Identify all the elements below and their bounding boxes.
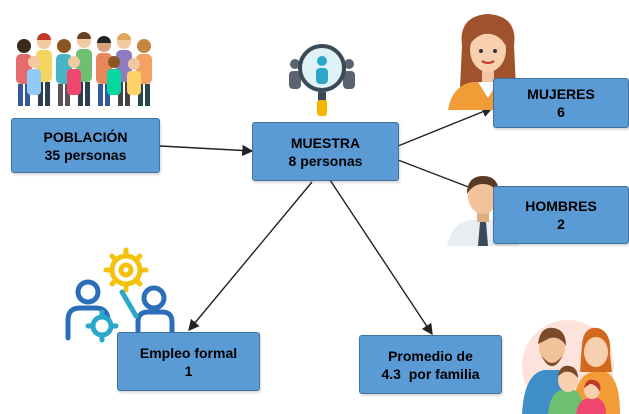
magnifier-people-icon <box>289 44 355 116</box>
arrow-muestra-mujeres <box>397 106 494 147</box>
node-empleo-title: Empleo formal <box>139 344 238 361</box>
family-icon <box>522 320 620 414</box>
node-hombres-title: HOMBRES <box>525 198 597 214</box>
crowd-icon <box>16 32 152 106</box>
worker-gear-icon <box>65 247 175 343</box>
node-mujeres-title: MUJERES <box>527 86 595 102</box>
node-mujeres: MUJERES 6 <box>493 78 629 128</box>
node-promedio-value: 4.3 por familia <box>381 365 480 382</box>
node-mujeres-value: 6 <box>557 104 565 120</box>
node-poblacion-value: 35 personas <box>44 146 127 163</box>
arrow-muestra-empleo <box>188 181 313 332</box>
node-promedio-title: Promedio de <box>388 347 473 364</box>
arrow-muestra-promedio <box>329 179 433 336</box>
node-muestra: MUESTRA 8 personas <box>252 122 399 181</box>
node-muestra-value: 8 personas <box>288 152 363 169</box>
arrow-poblacion-muestra <box>159 144 254 157</box>
node-empleo: Empleo formal 1 <box>117 332 260 391</box>
node-empleo-value: 1 <box>184 362 193 379</box>
node-poblacion-title: POBLACIÓN <box>43 128 128 145</box>
node-muestra-title: MUESTRA <box>290 134 361 151</box>
node-hombres: HOMBRES 2 <box>493 186 629 244</box>
node-hombres-value: 2 <box>557 216 565 232</box>
node-poblacion: POBLACIÓN 35 personas <box>11 118 160 173</box>
node-promedio: Promedio de 4.3 por familia <box>359 335 502 394</box>
